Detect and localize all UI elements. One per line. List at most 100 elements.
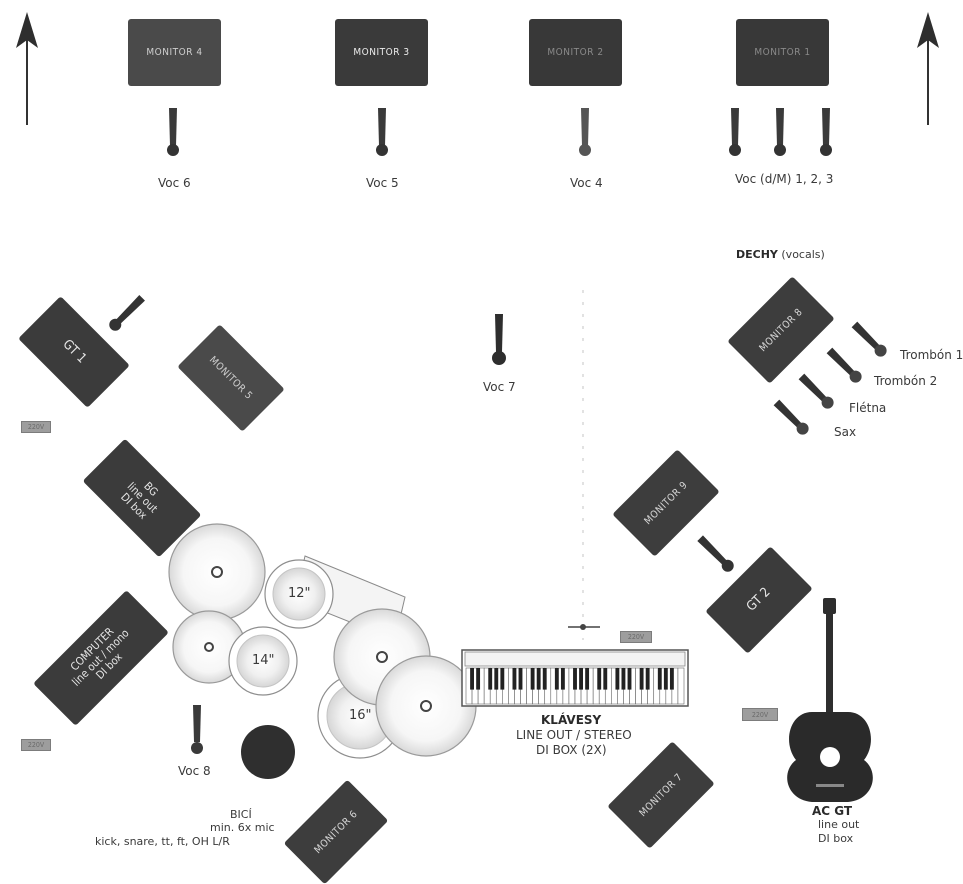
tom-14 <box>228 626 298 696</box>
acoustic-guitar-icon <box>787 598 873 802</box>
black-key <box>603 668 608 690</box>
right-power-label: 220V <box>751 710 769 719</box>
monitor-9-label: MONITOR 9 <box>642 479 690 527</box>
black-key <box>536 668 541 690</box>
black-key <box>663 668 668 690</box>
mic-gt2-icon <box>697 535 734 572</box>
black-key <box>639 668 644 690</box>
voc4-label: Voc 4 <box>570 176 603 190</box>
black-key <box>542 668 547 690</box>
white-key <box>677 667 685 705</box>
black-key <box>621 668 626 690</box>
tom-12 <box>264 559 334 629</box>
monitor-1-label: MONITOR 1 <box>754 47 811 58</box>
monitor-3: MONITOR 3 <box>335 19 428 86</box>
monitor-1: MONITOR 1 <box>736 19 829 86</box>
mic-trombone1-icon <box>851 321 887 357</box>
voc8-label: Voc 8 <box>178 764 211 778</box>
keys-di-box: DI BOX (2X) <box>536 743 607 757</box>
mic-gt1-icon <box>109 295 145 331</box>
winds-title-suffix: (vocals) <box>781 248 825 261</box>
mic-voc7-icon <box>492 314 506 365</box>
voc6-label: Voc 6 <box>158 176 191 190</box>
acgt-line-out: line out <box>818 818 860 831</box>
black-key <box>573 668 577 690</box>
monitor-5-label: MONITOR 5 <box>207 354 255 402</box>
black-key <box>500 668 505 690</box>
mic-voc8-icon <box>191 705 203 754</box>
monitor-7-label: MONITOR 7 <box>637 771 685 819</box>
mic-voc2-icon <box>774 108 786 156</box>
acgt-di-box: DI box <box>818 832 854 845</box>
voc123-label: Voc (d/M) 1, 2, 3 <box>735 172 834 186</box>
cymbal-ride <box>375 655 477 757</box>
power-outlet-right: 220V <box>742 708 778 721</box>
black-key <box>657 668 662 690</box>
keys-line-out: LINE OUT / STEREO <box>516 728 632 742</box>
black-key <box>585 668 590 690</box>
black-key <box>470 668 474 690</box>
black-key <box>669 668 674 690</box>
arrow-right-icon <box>917 12 939 125</box>
flute-label: Flétna <box>849 401 887 415</box>
keys-title: KLÁVESY <box>541 713 602 727</box>
arrow-left-icon <box>16 12 38 125</box>
center-mark-icon <box>568 624 600 630</box>
monitor-2: MONITOR 2 <box>529 19 622 86</box>
monitor-8-label: MONITOR 8 <box>757 306 805 354</box>
mic-voc1-icon <box>729 108 741 156</box>
keys-power-label: 220V <box>627 633 645 641</box>
drums-mic-list: kick, snare, tt, ft, OH L/R <box>95 835 230 848</box>
black-key <box>554 668 559 690</box>
black-key <box>488 668 493 690</box>
drum-stool <box>241 725 295 779</box>
acgt-title: AC GT <box>812 804 853 818</box>
mic-voc5-icon <box>376 108 388 156</box>
mic-trombone2-icon <box>826 347 862 383</box>
winds-title: DECHY (vocals) <box>736 248 825 261</box>
black-key <box>597 668 602 690</box>
winds-title-main: DECHY <box>736 248 778 261</box>
power-outlet-left-top: 220V <box>21 421 51 433</box>
gt2-label: GT 2 <box>743 584 774 615</box>
mic-voc3-icon <box>820 108 832 156</box>
voc5-label: Voc 5 <box>366 176 399 190</box>
trombone1-label: Trombón 1 <box>900 348 963 362</box>
mic-sax-icon <box>773 399 809 435</box>
monitor-4-label: MONITOR 4 <box>146 47 203 58</box>
voc7-label: Voc 7 <box>483 380 516 394</box>
drums-mic-count: min. 6x mic <box>210 821 275 834</box>
mic-flute-icon <box>798 373 834 409</box>
sax-label: Sax <box>834 425 857 439</box>
power-label: 220V <box>27 423 45 431</box>
power-outlet-keys: 220V <box>620 631 652 643</box>
mic-voc6-icon <box>167 108 179 156</box>
black-key <box>645 668 650 690</box>
black-key <box>560 668 565 690</box>
black-key <box>494 668 499 690</box>
trombone2-label: Trombón 2 <box>874 374 938 388</box>
black-key <box>627 668 632 690</box>
gt1-label: GT 1 <box>59 336 90 367</box>
keyboard-icon <box>461 649 689 707</box>
cymbal-left-top <box>168 523 266 621</box>
monitor-3-label: MONITOR 3 <box>353 47 410 58</box>
power-outlet-left-bottom: 220V <box>21 739 51 751</box>
black-key <box>476 668 481 690</box>
monitor-4: MONITOR 4 <box>128 19 221 86</box>
black-key <box>579 668 583 690</box>
drums-title: BICÍ <box>230 808 252 821</box>
tom-12-label: 12" <box>288 586 311 601</box>
black-key <box>530 668 535 690</box>
black-key <box>518 668 523 690</box>
power-label-2: 220V <box>27 741 45 749</box>
mic-voc4-icon <box>579 108 591 156</box>
black-key <box>615 668 620 690</box>
monitor-6-label: MONITOR 6 <box>312 808 360 856</box>
tom-16-label: 16" <box>349 708 372 723</box>
black-key <box>512 668 517 690</box>
tom-14-label: 14" <box>252 653 275 668</box>
monitor-2-label: MONITOR 2 <box>547 47 604 58</box>
